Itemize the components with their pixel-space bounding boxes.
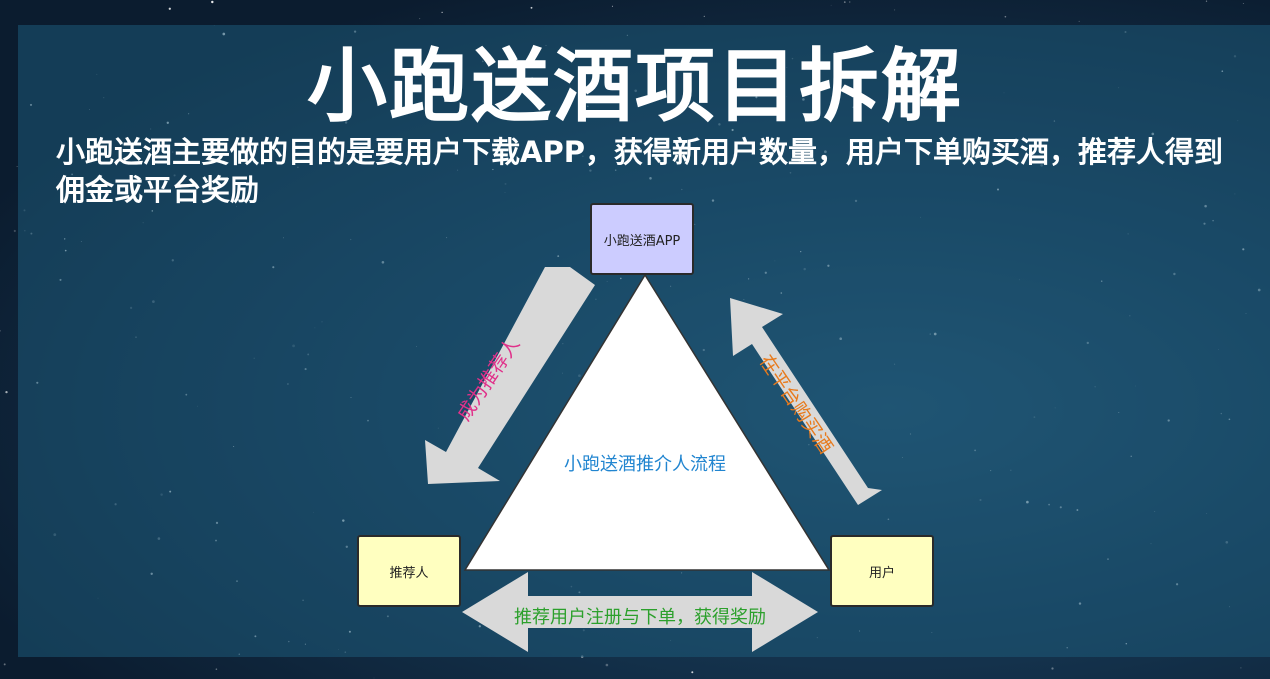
star: [168, 7, 171, 10]
arrow-user-to-app: [730, 298, 882, 505]
referral-reward-label: 推荐用户注册与下单，获得奖励: [514, 607, 766, 628]
star: [703, 15, 705, 18]
center-label: 小跑送酒推介人流程: [564, 454, 726, 475]
arrow-app-to-referrer: [425, 267, 595, 484]
star: [894, 9, 896, 11]
star: [211, 0, 214, 4]
referrer-node: 推荐人: [357, 535, 461, 607]
user-node: 用户: [830, 535, 934, 607]
star: [1078, 20, 1080, 22]
slide-subtitle: 小跑送酒主要做的目的是要用户下载APP，获得新用户数量，用户下单购买酒，推荐人得…: [56, 135, 1223, 207]
star: [611, 5, 613, 7]
star: [605, 663, 609, 667]
center-triangle: [463, 273, 831, 571]
star: [373, 677, 375, 679]
slide-title: 小跑送酒项目拆解: [307, 40, 963, 133]
star: [1004, 15, 1007, 18]
arrow-referrer-user: [462, 572, 818, 652]
star: [441, 11, 443, 13]
star: [1242, 3, 1244, 4]
star: [3, 663, 6, 666]
app-node: 小跑送酒APP: [590, 203, 694, 275]
star: [691, 671, 694, 674]
star: [1240, 667, 1242, 669]
star: [13, 229, 16, 233]
star: [530, 6, 533, 9]
star: [843, 1, 846, 3]
star: [419, 18, 421, 20]
star: [1051, 667, 1054, 670]
star: [849, 1, 851, 3]
star: [215, 668, 218, 670]
star: [830, 4, 832, 6]
star: [16, 166, 18, 168]
star: [0, 330, 1, 332]
star: [5, 390, 8, 394]
star: [1205, 0, 1208, 2]
